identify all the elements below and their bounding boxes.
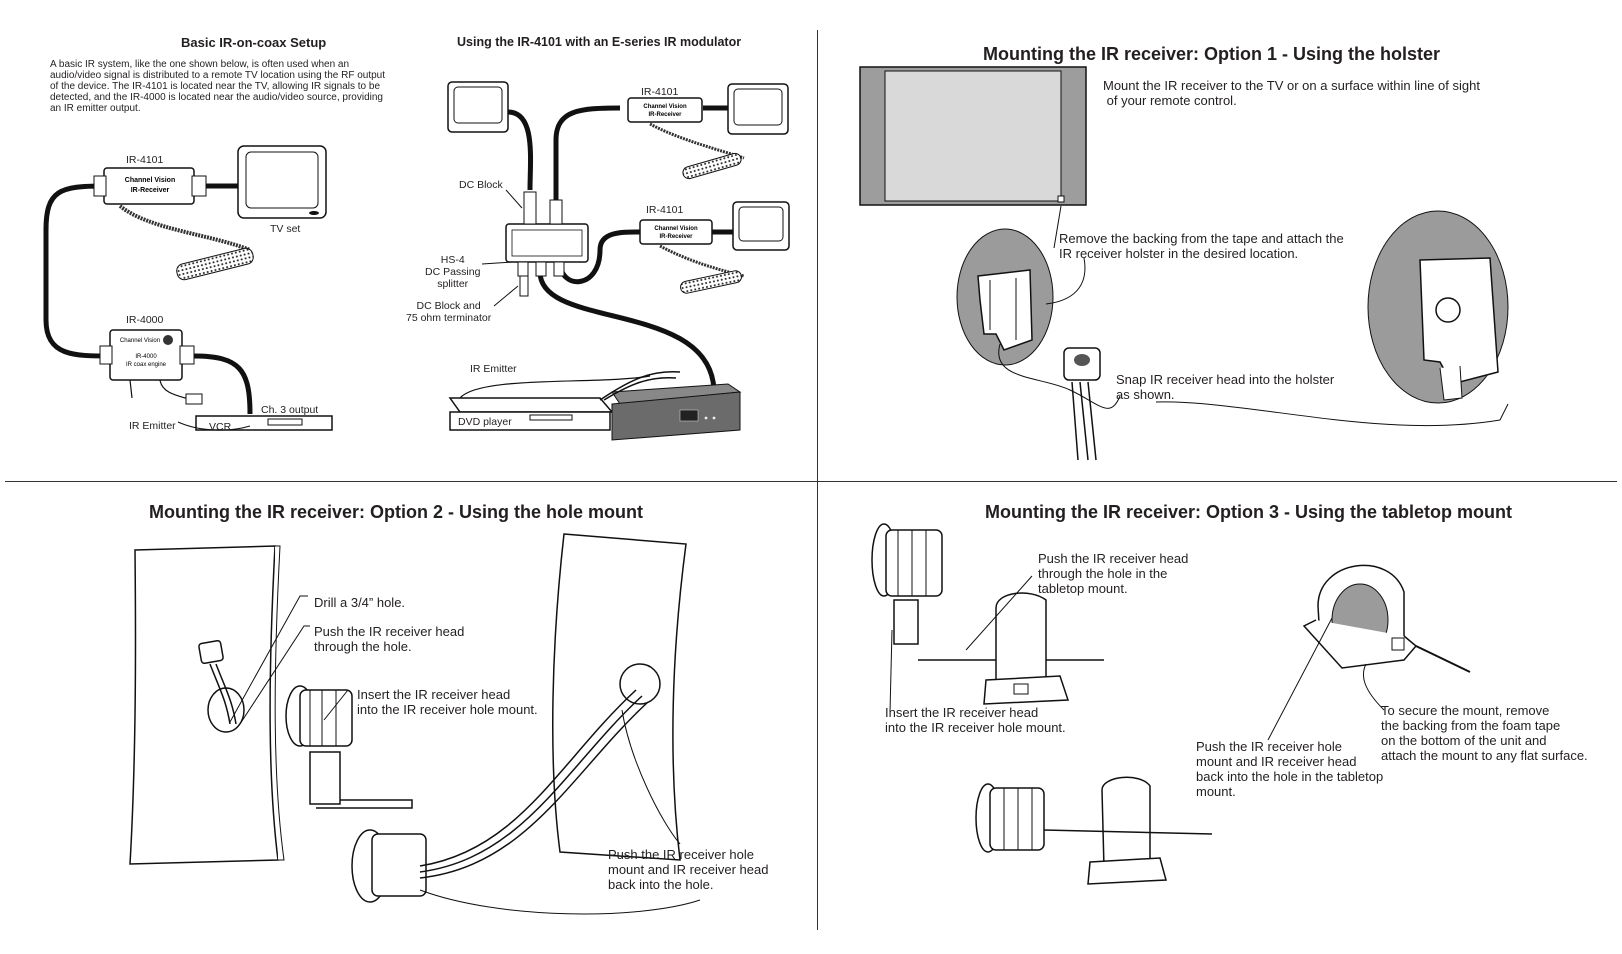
dvd-player-label: DVD player	[458, 416, 512, 428]
ir4101-top-unit: Channel Vision IR-Receiver	[627, 97, 745, 180]
q5-diagram	[871, 523, 1471, 885]
vcr-icon	[195, 415, 333, 431]
flat-panel-tv-icon	[859, 66, 1087, 206]
eseries-title: Using the IR-4101 with an E-series IR mo…	[457, 35, 742, 49]
remote-control-icon	[176, 247, 254, 281]
hole-mount-step-drill: Drill a 3/4” hole.	[314, 595, 406, 610]
holster-title: Mounting the IR receiver: Option 1 - Usi…	[983, 44, 1441, 64]
tv-set-icon	[237, 145, 327, 219]
tabletop-step-push-back: Push the IR receiver hole mount and IR r…	[1196, 739, 1384, 799]
ir4101-top-receiver: IR-Receiver	[648, 112, 682, 118]
hole-mount-step-insert: Insert the IR receiver head into the IR …	[357, 687, 538, 717]
mounted-receiver-icon	[351, 689, 649, 903]
vcr-label: VCR	[209, 421, 232, 433]
ir4000-sub: IR coax engine	[126, 362, 167, 368]
ir4000-device: Channel Vision IR-4000 IR coax engine	[99, 329, 195, 381]
right-panel	[552, 533, 687, 861]
tv-mid-right-icon	[732, 201, 790, 251]
coax-cable	[43, 183, 111, 359]
ir4000-brand: Channel Vision	[120, 338, 160, 344]
ir4101-top-label: IR-4101	[641, 86, 679, 98]
tabletop-step-push-head: Push the IR receiver head through the ho…	[1038, 551, 1189, 596]
ir4101-mid-label: IR-4101	[646, 204, 684, 216]
ir4101-top-brand: Channel Vision	[643, 104, 687, 110]
terminator-label: DC Block and 75 ohm terminator	[406, 300, 492, 324]
ir4101-device: Channel Vision IR-Receiver	[93, 167, 251, 252]
tabletop-step-secure: To secure the mount, remove the backing …	[1381, 703, 1588, 763]
ir4101-mid-brand: Channel Vision	[654, 226, 698, 232]
hole-mount-icon	[285, 685, 353, 747]
dvd-player-icon	[448, 397, 614, 431]
tabletop-title: Mounting the IR receiver: Option 3 - Usi…	[985, 502, 1513, 522]
tabletop-mount-icon	[983, 592, 1070, 705]
ir4101-label: IR-4101	[126, 154, 164, 166]
ir-modulator-icon	[611, 383, 742, 441]
q2-diagram: Channel Vision IR-Receiver Channel Visio…	[447, 81, 790, 441]
tabletop-mount-bottom-icon	[975, 776, 1213, 885]
installed-holster-icon	[1419, 257, 1499, 401]
vertical-divider	[817, 30, 818, 930]
holster-description: Mount the IR receiver to the TV or on a …	[1103, 78, 1480, 108]
ir4000-label: IR-4000	[126, 314, 164, 326]
q3-diagram	[859, 66, 1509, 461]
ir4101-brand: Channel Vision	[125, 177, 175, 184]
ch3-output-label: Ch. 3 output	[261, 404, 319, 416]
basic-setup-title: Basic IR-on-coax Setup	[181, 35, 327, 50]
tabletop-step-insert: Insert the IR receiver head into the IR …	[885, 705, 1066, 735]
q4-diagram	[129, 533, 701, 915]
holster-step-remove-backing: Remove the backing from the tape and att…	[1059, 231, 1344, 261]
hole-mount-title: Mounting the IR receiver: Option 2 - Usi…	[149, 502, 644, 522]
hole-mount-top-icon	[871, 523, 1104, 661]
ir-receiver-head-icon	[1063, 347, 1101, 461]
holster-step-snap-head: Snap IR receiver head into the holster a…	[1116, 372, 1335, 402]
basic-setup-intro: A basic IR system, like the one shown be…	[50, 59, 386, 114]
hs4-splitter	[505, 191, 589, 297]
assembled-mount-icon	[1302, 564, 1471, 673]
ir4101-mid-unit: Channel Vision IR-Receiver	[639, 219, 745, 294]
ir4101-receiver: IR-Receiver	[131, 187, 170, 194]
q2-ir-emitter-label: IR Emitter	[470, 363, 517, 375]
ir4000-model: IR-4000	[135, 354, 157, 360]
ir4101-mid-receiver: IR-Receiver	[659, 234, 693, 240]
hole-mount-step-push-back: Push the IR receiver hole mount and IR r…	[608, 847, 769, 892]
horizontal-divider	[5, 481, 1617, 482]
q1-diagram: Channel Vision IR-Receiver Channel Visio…	[43, 145, 333, 431]
holster-icon	[977, 269, 1033, 351]
tv-left-icon	[447, 81, 509, 133]
hole-mount-step-push-head: Push the IR receiver head through the ho…	[314, 624, 465, 654]
tv-top-right-icon	[727, 83, 789, 135]
left-panel	[129, 545, 279, 865]
tv-set-label: TV set	[270, 223, 301, 235]
ir-emitter-label: IR Emitter	[129, 420, 176, 432]
dc-block-label: DC Block	[459, 179, 503, 191]
hs4-splitter-label: HS-4 DC Passing splitter	[425, 254, 481, 290]
